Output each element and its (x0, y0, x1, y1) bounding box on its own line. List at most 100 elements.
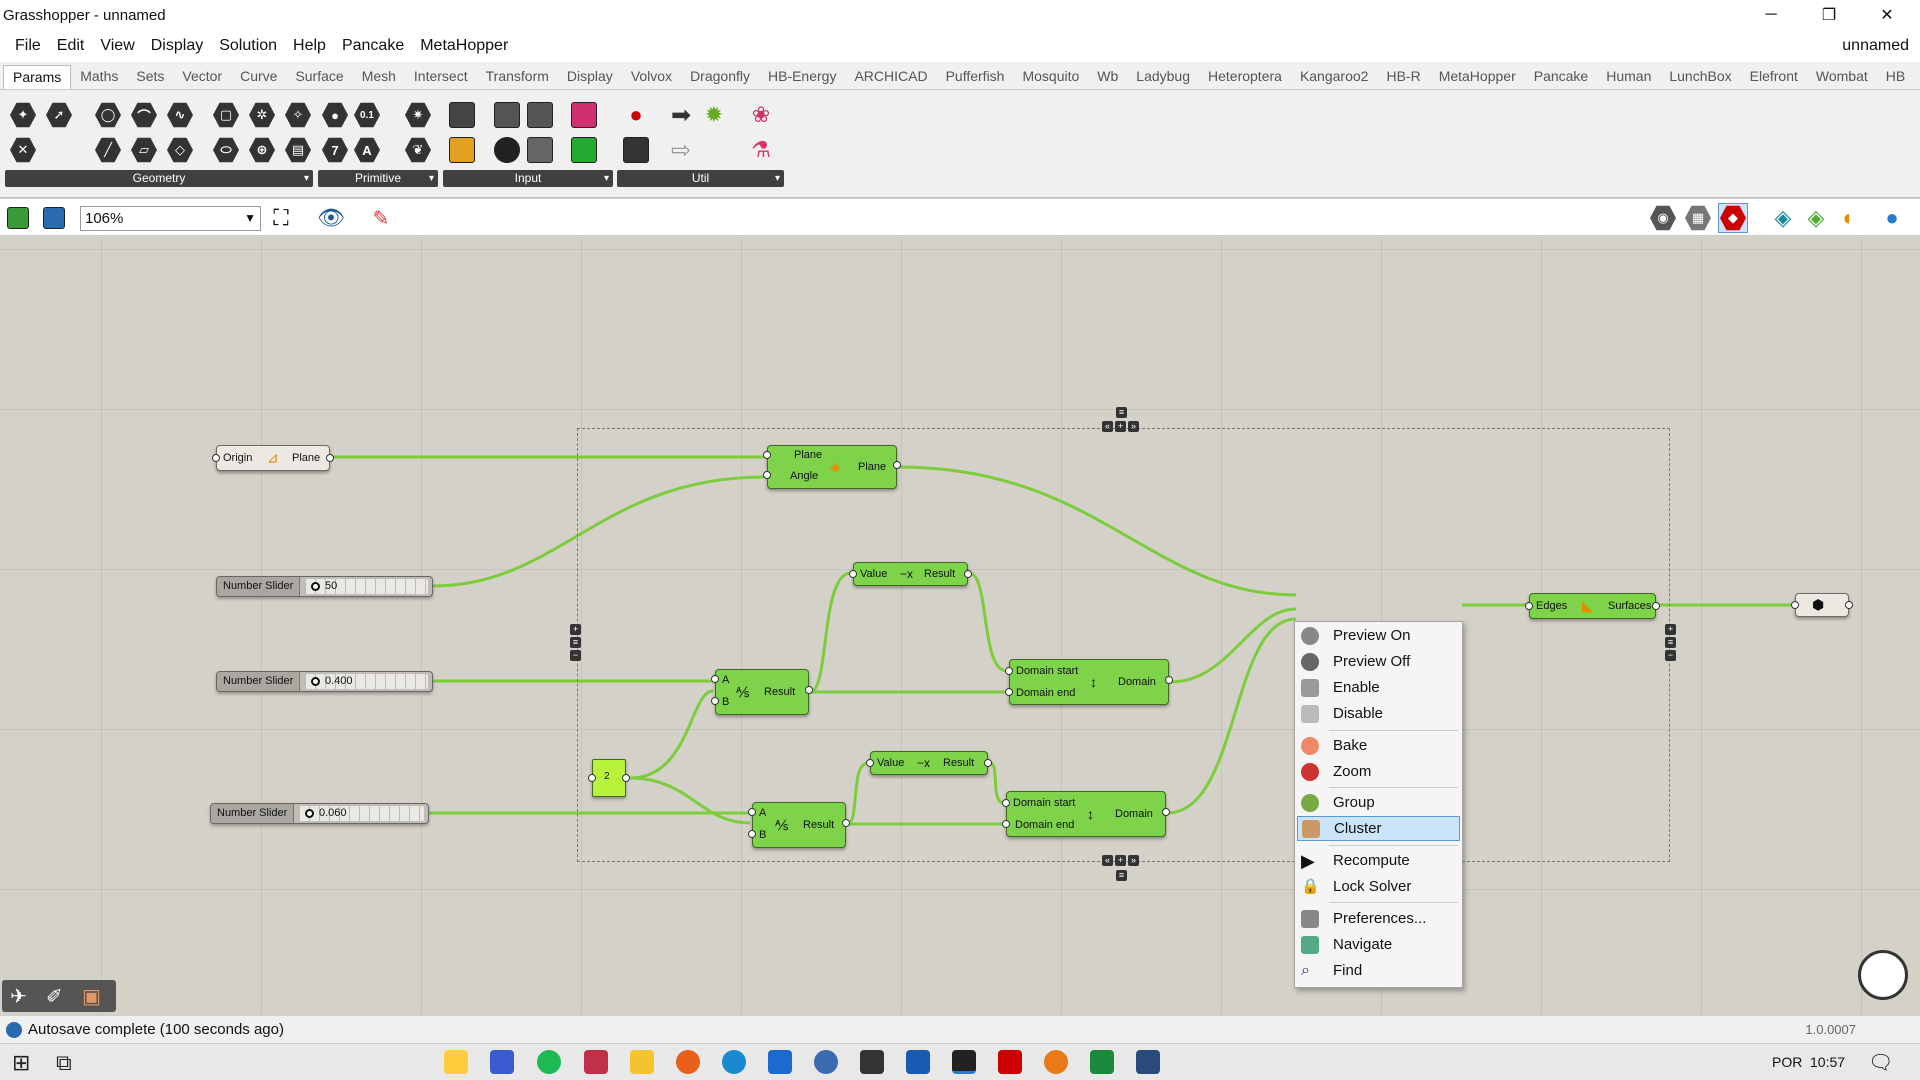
input-port[interactable] (1005, 667, 1013, 675)
clock[interactable]: 10:57 (1810, 1054, 1846, 1070)
rhino-icon[interactable] (952, 1050, 976, 1074)
preview-shaded-icon[interactable]: ▦ (1683, 203, 1713, 233)
fitness-icon[interactable] (621, 135, 651, 165)
menu-item-enable[interactable]: Enable (1297, 675, 1460, 700)
menu-item-group[interactable]: Group (1297, 790, 1460, 815)
input-port[interactable] (1002, 820, 1010, 828)
slider-track[interactable]: 0.060 (299, 806, 424, 821)
slider-knob[interactable] (305, 809, 314, 818)
app-icon[interactable] (814, 1050, 838, 1074)
open-file-icon[interactable] (3, 203, 33, 233)
vscode-icon[interactable] (768, 1050, 792, 1074)
import-icon[interactable] (447, 100, 477, 130)
division-component[interactable]: A B ⅍ Result (748, 802, 850, 848)
spotify-icon[interactable] (537, 1050, 561, 1074)
preview-selected-icon[interactable]: ◆ (1718, 203, 1748, 233)
group-param-icon[interactable]: ▤ (283, 135, 313, 165)
input-port[interactable] (748, 808, 756, 816)
notifications-icon[interactable]: 🗨 (1868, 1052, 1894, 1074)
output-port[interactable] (1652, 602, 1660, 610)
acrobat-icon[interactable] (998, 1050, 1022, 1074)
galapagos-icon[interactable]: ✹ (704, 102, 724, 127)
menu-metahopper[interactable]: MetaHopper (420, 37, 509, 54)
menu-help[interactable]: Help (293, 37, 326, 54)
vector-param-icon[interactable]: ➚ (44, 100, 74, 130)
output-port[interactable] (1845, 601, 1853, 609)
negative-component[interactable]: Value −x Result (849, 562, 972, 586)
output-port[interactable] (622, 774, 630, 782)
zoom-select[interactable]: 106%▼ (80, 206, 261, 231)
output-port[interactable] (1165, 676, 1173, 684)
app-icon[interactable] (1136, 1050, 1160, 1074)
selection-handle-left[interactable]: +≡− (570, 624, 581, 661)
arrow-right-outline-icon[interactable]: ⇨ (670, 136, 692, 164)
menu-file[interactable]: File (15, 37, 41, 54)
tab-mosquito[interactable]: Mosquito (1022, 68, 1080, 84)
preview-wire-icon[interactable]: ◉ (1648, 203, 1678, 233)
panel-component[interactable]: 2 (588, 759, 630, 797)
value-list-icon[interactable] (525, 135, 555, 165)
number-slider[interactable]: Number Slider 0.060 (210, 803, 429, 824)
menu-item-preferences[interactable]: Preferences... (1297, 906, 1460, 931)
slider-track[interactable]: 0.400 (305, 674, 428, 689)
file-explorer-icon[interactable] (630, 1050, 654, 1074)
kangaroo-icon[interactable]: ❀ (751, 102, 771, 127)
input-port[interactable] (866, 759, 874, 767)
app-icon[interactable] (490, 1050, 514, 1074)
sheets-icon[interactable] (1090, 1050, 1114, 1074)
plane-param-icon[interactable]: ▱ (129, 135, 159, 165)
expand-icon[interactable]: ▾ (774, 173, 780, 184)
tab-transform[interactable]: Transform (485, 68, 549, 84)
close-button[interactable]: ✕ (1880, 7, 1894, 24)
domain-param-icon[interactable]: ✷ (403, 100, 433, 130)
button-icon[interactable] (492, 100, 522, 130)
integer-param-icon[interactable]: 7 (320, 135, 350, 165)
selection-handle-bottom-row[interactable]: «+» (1102, 855, 1139, 866)
menu-edit[interactable]: Edit (56, 37, 85, 54)
cluster-box-icon[interactable]: ▣ (82, 986, 101, 1008)
menu-item-navigate[interactable]: Navigate (1297, 932, 1460, 957)
tab-maths[interactable]: Maths (80, 68, 119, 84)
swatch-icon[interactable] (569, 135, 599, 165)
tab-vector[interactable]: Vector (182, 68, 223, 84)
division-component[interactable]: A B ⅍ Result (711, 669, 813, 715)
input-port[interactable] (849, 570, 857, 578)
cherry-icon[interactable]: ● (629, 102, 643, 127)
terminal-icon[interactable] (860, 1050, 884, 1074)
sketch-icon[interactable]: ✐ (46, 986, 63, 1008)
menu-pancake[interactable]: Pancake (341, 37, 405, 54)
plane-param-component[interactable]: Origin ⊿ Plane (212, 445, 334, 471)
gradient-icon[interactable] (569, 100, 599, 130)
tab-hb-r[interactable]: HB-R (1386, 68, 1421, 84)
tab-pancake[interactable]: Pancake (1533, 68, 1589, 84)
tab-params[interactable]: Params (3, 65, 72, 89)
input-port[interactable] (763, 471, 771, 479)
curve-param-icon[interactable]: ∿ (165, 100, 195, 130)
menu-item-preview-off[interactable]: Preview Off (1297, 649, 1460, 674)
grasshopper-canvas[interactable]: ≡ «+» +≡− +≡− «+» ≡ Origin ⊿ Plane Plane… (0, 237, 1920, 1015)
tab-volvox[interactable]: Volvox (630, 68, 673, 84)
output-port[interactable] (326, 454, 334, 462)
input-port[interactable] (763, 451, 771, 459)
expand-icon[interactable]: ▾ (428, 173, 434, 184)
display-mode-icon[interactable]: ◈ (1774, 205, 1792, 230)
output-port[interactable] (893, 461, 901, 469)
tab-dragonfly[interactable]: Dragonfly (690, 68, 750, 84)
tab-wb[interactable]: Wb (1097, 68, 1119, 84)
negative-component[interactable]: Value −x Result (866, 751, 992, 775)
expand-icon[interactable]: ▾ (303, 173, 309, 184)
menu-item-find[interactable]: ⌕Find (1297, 958, 1460, 983)
menu-item-zoom[interactable]: Zoom (1297, 759, 1460, 784)
selection-handle-top[interactable]: ≡ (1116, 407, 1127, 418)
menu-item-bake[interactable]: Bake (1297, 733, 1460, 758)
shader-param-icon[interactable]: ❦ (403, 135, 433, 165)
input-port[interactable] (748, 830, 756, 838)
save-file-icon[interactable] (39, 203, 69, 233)
tab-ladybug[interactable]: Ladybug (1136, 68, 1190, 84)
input-port[interactable] (1002, 799, 1010, 807)
selection-handle-right[interactable]: +≡− (1665, 624, 1676, 661)
number-slider[interactable]: Number Slider 50 (216, 576, 433, 597)
arrow-right-icon[interactable]: ➡ (670, 101, 692, 129)
surface-param-icon[interactable]: ⬭ (211, 135, 241, 165)
tab-sets[interactable]: Sets (136, 68, 165, 84)
